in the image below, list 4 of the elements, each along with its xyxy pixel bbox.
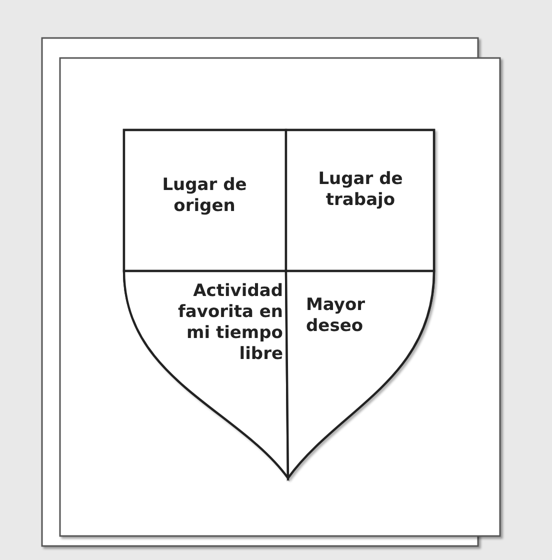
quadrant-label: Lugar de origen [161, 175, 248, 217]
quadrant-label: Lugar de trabajo [317, 169, 404, 211]
quadrant-label: Mayor deseo [306, 295, 366, 337]
quadrant-label: Actividad favorita en mi tiempo libre [177, 281, 283, 365]
